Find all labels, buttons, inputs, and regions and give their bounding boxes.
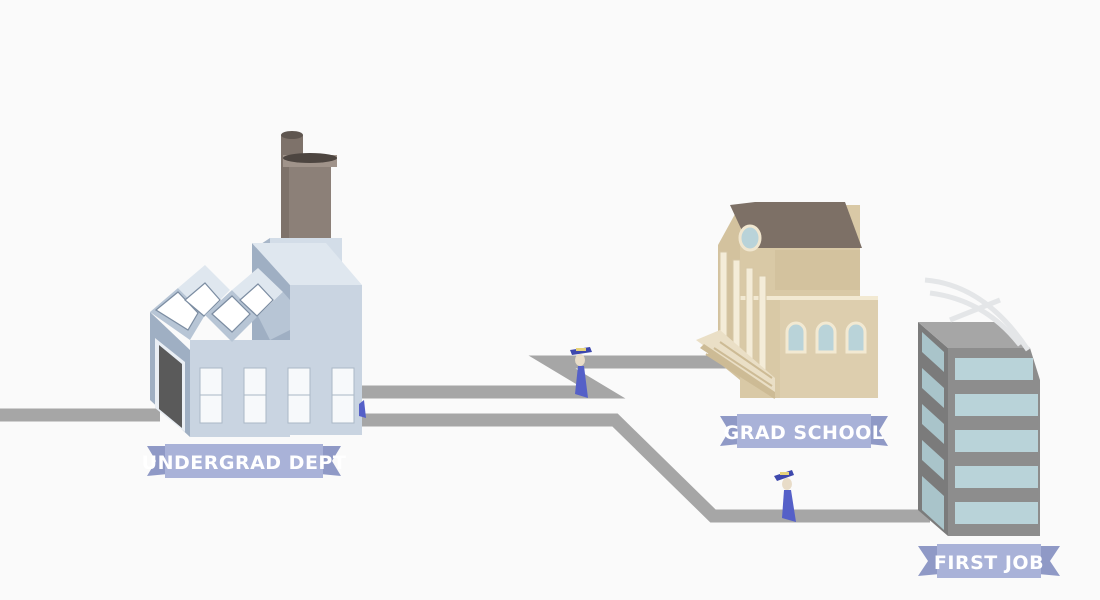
graduate-figure-partial <box>359 400 366 418</box>
skylights <box>150 265 290 342</box>
factory-windows <box>199 367 355 424</box>
office-windows <box>955 358 1038 524</box>
rooftop-canopy <box>924 277 1031 352</box>
factory-building <box>150 131 362 437</box>
first-job-label: FIRST JOB <box>934 552 1044 574</box>
graduate-figure-upper <box>570 347 592 398</box>
garage-door <box>155 338 185 432</box>
grad-school-label: GRAD SCHOOL <box>724 422 885 444</box>
road-to-first-job <box>360 413 930 523</box>
oval-window <box>738 224 762 252</box>
grad-school-building <box>696 202 878 399</box>
banner-grad-school: GRAD SCHOOL <box>720 414 888 448</box>
office-building <box>918 277 1040 536</box>
entrance-steps <box>696 330 776 399</box>
undergrad-label: UNDERGRAD DEPT <box>142 452 347 474</box>
graduate-figure-lower <box>774 470 796 522</box>
arched-windows <box>785 321 867 354</box>
road-to-grad-school <box>360 355 730 399</box>
banner-first-job: FIRST JOB <box>918 544 1060 578</box>
banner-undergrad: UNDERGRAD DEPT <box>142 444 347 478</box>
